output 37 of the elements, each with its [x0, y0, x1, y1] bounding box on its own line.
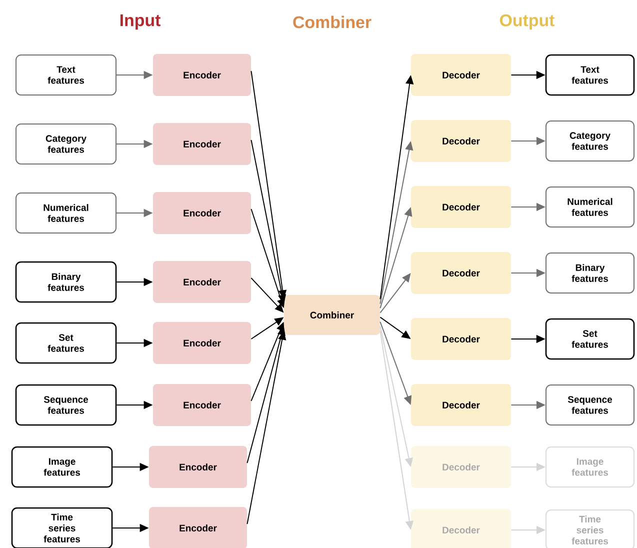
- feature-box: Set features: [15, 322, 117, 364]
- feature-box: Set features: [545, 318, 635, 360]
- decoder-box: Decoder: [411, 120, 511, 162]
- feature-box: Numerical features: [16, 192, 116, 234]
- feature-box: Time series features: [546, 510, 634, 548]
- decoder-box: Decoder: [411, 446, 511, 488]
- feature-box: Sequence features: [15, 384, 117, 426]
- feature-box: Text features: [545, 54, 635, 96]
- feature-box: Image features: [11, 446, 113, 488]
- decoder-box: Decoder: [411, 252, 511, 294]
- feature-box: Category features: [546, 120, 634, 162]
- feature-box: Image features: [546, 446, 634, 488]
- encoder-box: Encoder: [153, 54, 251, 96]
- encoder-box: Encoder: [153, 123, 251, 165]
- encoder-box: Encoder: [149, 446, 247, 488]
- column-heading: Combiner: [293, 16, 372, 28]
- encoder-box: Encoder: [153, 322, 251, 364]
- feature-box: Binary features: [546, 252, 634, 294]
- column-heading: Output: [500, 14, 555, 30]
- decoder-box: Decoder: [411, 509, 511, 548]
- feature-box: Sequence features: [546, 384, 634, 426]
- decoder-box: Decoder: [411, 318, 511, 360]
- feature-box: Category features: [16, 124, 116, 164]
- column-heading: Input: [120, 14, 160, 30]
- feature-box: Time series features: [11, 507, 113, 548]
- decoder-box: Decoder: [411, 384, 511, 426]
- decoder-box: Decoder: [411, 186, 511, 228]
- encoder-box: Encoder: [149, 507, 247, 548]
- feature-box: Binary features: [15, 261, 117, 303]
- encoder-box: Encoder: [153, 261, 251, 303]
- feature-box: Text features: [16, 54, 116, 96]
- encoder-box: Encoder: [153, 192, 251, 234]
- arrow: [380, 273, 411, 314]
- combiner-box: Combiner: [284, 295, 380, 335]
- feature-box: Numerical features: [546, 186, 634, 228]
- decoder-box: Decoder: [411, 54, 511, 96]
- encoder-box: Encoder: [153, 384, 251, 426]
